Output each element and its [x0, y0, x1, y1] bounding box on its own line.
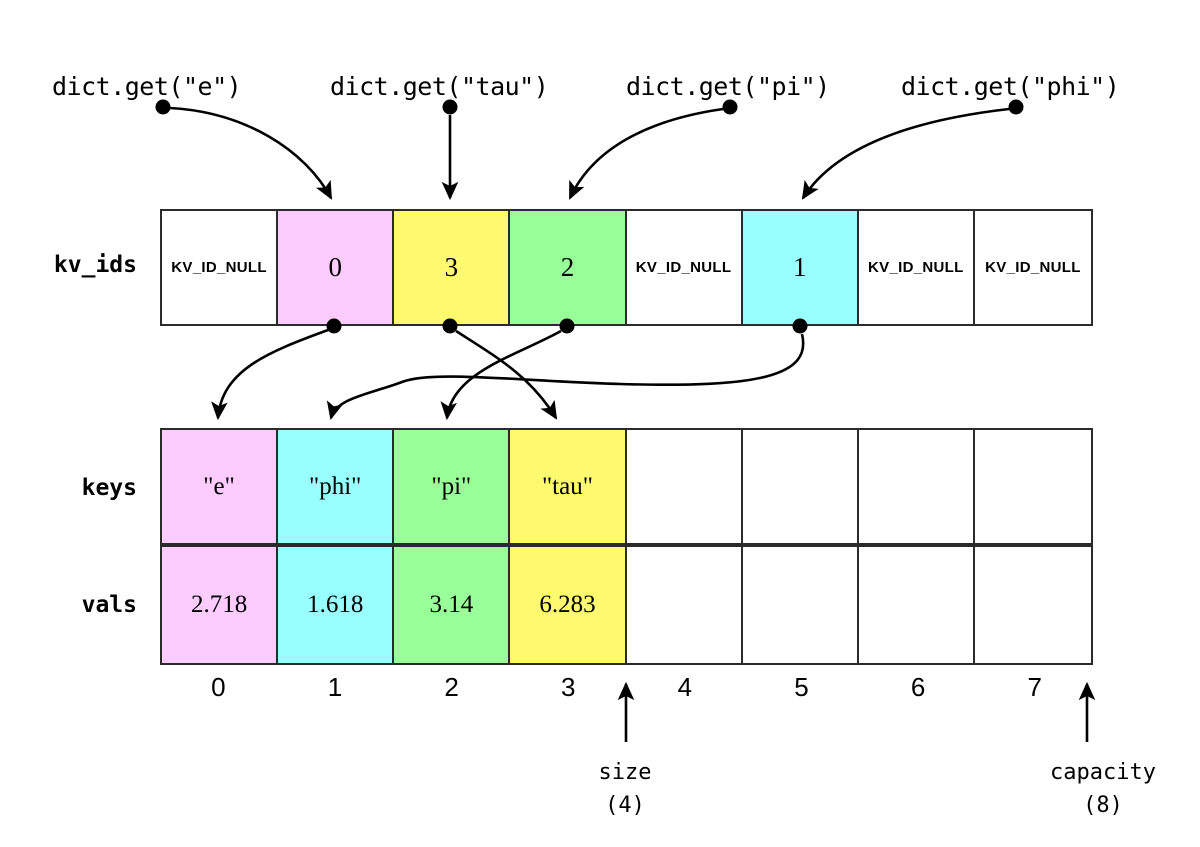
arrow-slot5-to-entry1: [326, 318, 808, 421]
arrow-slot2-to-entry3: [442, 318, 558, 420]
keys-cell-0[interactable]: "e": [162, 430, 279, 543]
arrow-get-pi-to-slot3: [568, 99, 738, 200]
keys-cell-3[interactable]: "tau": [510, 430, 627, 543]
vals-cell-7[interactable]: [974, 547, 1091, 663]
index-label-5: 5: [794, 672, 809, 702]
index-label-4: 4: [677, 672, 693, 702]
arrow-slot3-to-entry2: [440, 318, 575, 421]
size-marker-value: (4): [605, 793, 645, 818]
capacity-marker-label: capacity: [1050, 760, 1156, 785]
index-label-1: 1: [327, 672, 343, 702]
kv-ids-cell-5[interactable]: 1: [742, 211, 859, 324]
keys-cell-1[interactable]: "phi": [278, 430, 395, 543]
kv-ids-cell-0[interactable]: KV_ID_NULL: [162, 211, 279, 324]
kv-ids-cell-6[interactable]: KV_ID_NULL: [858, 211, 975, 324]
row-label-kv-ids: kv_ids: [53, 252, 137, 278]
vals-cell-5[interactable]: [742, 547, 859, 663]
arrow-get-tau-to-slot2: [441, 99, 459, 201]
capacity-marker-value: (8): [1083, 793, 1123, 818]
keys-cell-2[interactable]: "pi": [394, 430, 511, 543]
vals-cell-1[interactable]: 1.618: [278, 547, 395, 663]
index-label-7: 7: [1027, 672, 1042, 702]
keys-row: "e" "phi" "pi" "tau": [160, 428, 1093, 545]
index-label-3: 3: [560, 672, 576, 702]
index-axis: 0 1 2 3 4 5 6 7: [160, 672, 1093, 703]
kv-ids-cell-1[interactable]: 0: [278, 211, 395, 324]
index-label-0: 0: [211, 672, 226, 702]
keys-cell-6[interactable]: [858, 430, 975, 543]
vals-cell-0[interactable]: 2.718: [162, 547, 279, 663]
call-label-get-e: dict.get("e"): [52, 72, 242, 101]
kv-ids-cell-7[interactable]: KV_ID_NULL: [974, 211, 1091, 324]
call-label-get-pi: dict.get("pi"): [626, 72, 830, 101]
kv-ids-cell-4[interactable]: KV_ID_NULL: [626, 211, 743, 324]
kv-ids-row: KV_ID_NULL 0 3 2 KV_ID_NULL 1 KV_ID_NULL…: [160, 209, 1093, 326]
vals-cell-6[interactable]: [858, 547, 975, 663]
call-label-get-phi: dict.get("phi"): [901, 72, 1120, 101]
arrow-get-e-to-slot1: [155, 99, 333, 200]
index-label-6: 6: [910, 672, 926, 702]
row-label-keys: keys: [81, 475, 137, 501]
arrow-slot1-to-entry0: [211, 318, 342, 421]
row-label-vals: vals: [81, 592, 137, 618]
vals-cell-3[interactable]: 6.283: [510, 547, 627, 663]
kv-ids-cell-3[interactable]: 2: [510, 211, 627, 324]
keys-cell-5[interactable]: [742, 430, 859, 543]
index-label-2: 2: [444, 672, 459, 702]
vals-cell-2[interactable]: 3.14: [394, 547, 511, 663]
arrow-get-phi-to-slot5: [801, 99, 1024, 200]
vals-row: 2.718 1.618 3.14 6.283: [160, 545, 1093, 665]
size-marker-label: size: [598, 760, 652, 785]
vals-cell-4[interactable]: [626, 547, 743, 663]
call-label-get-tau: dict.get("tau"): [330, 72, 549, 101]
kv-ids-cell-2[interactable]: 3: [394, 211, 511, 324]
keys-cell-4[interactable]: [626, 430, 743, 543]
keys-cell-7[interactable]: [974, 430, 1091, 543]
